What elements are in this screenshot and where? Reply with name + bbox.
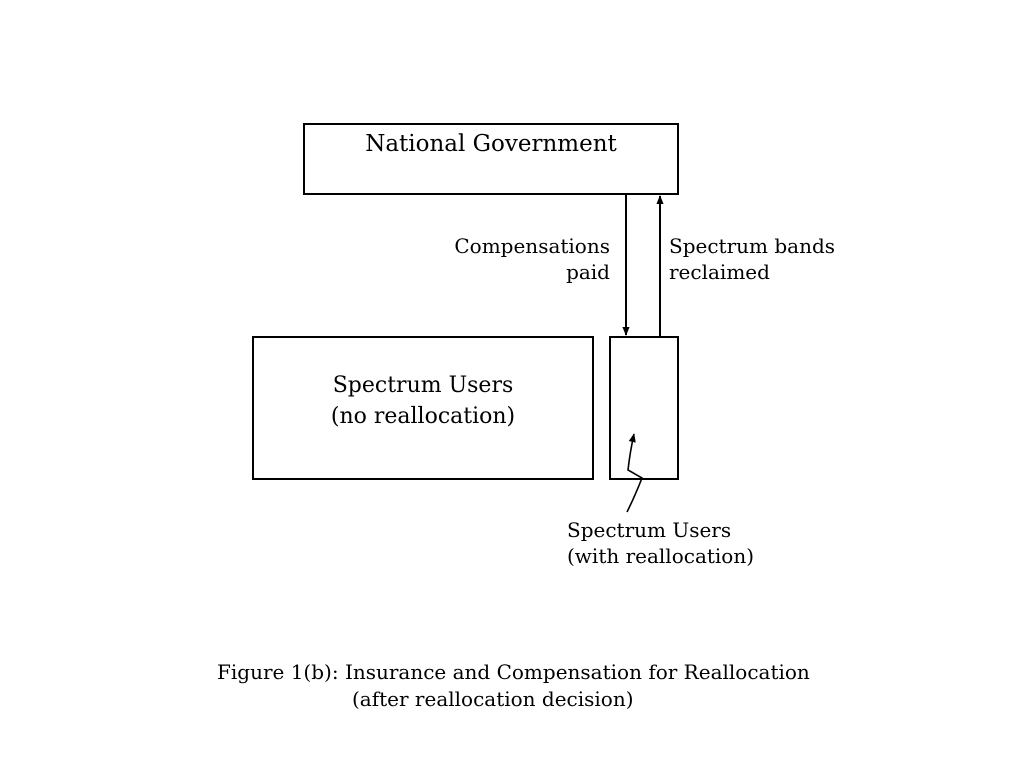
compensations-paid-label: Compensations paid <box>454 233 610 285</box>
no-reallocation-line1: Spectrum Users <box>332 373 514 398</box>
spectrum-bands-line1: Spectrum bands <box>669 234 836 258</box>
national-government-box <box>303 123 679 195</box>
spectrum-users-no-reallocation-box <box>252 336 594 480</box>
spectrum-bands-line2: reclaimed <box>669 260 770 284</box>
with-reallocation-line2: (with reallocation) <box>567 544 755 568</box>
compensations-line2: paid <box>566 260 610 284</box>
spectrum-bands-reclaimed-label: Spectrum bands reclaimed <box>669 233 835 285</box>
spectrum-users-no-reallocation-label: Spectrum Users (no reallocation) <box>252 370 594 432</box>
with-reallocation-line1: Spectrum Users <box>567 518 732 542</box>
compensations-line1: Compensations <box>454 234 610 258</box>
spectrum-users-with-reallocation-box <box>609 336 679 480</box>
figure-caption-line1: Figure 1(b): Insurance and Compensation … <box>217 660 810 684</box>
figure-caption-line2: (after reallocation decision) <box>352 687 634 711</box>
national-government-label: National Government <box>365 131 617 157</box>
no-reallocation-line2: (no reallocation) <box>330 404 516 429</box>
spectrum-users-with-reallocation-label: Spectrum Users (with reallocation) <box>567 517 754 569</box>
